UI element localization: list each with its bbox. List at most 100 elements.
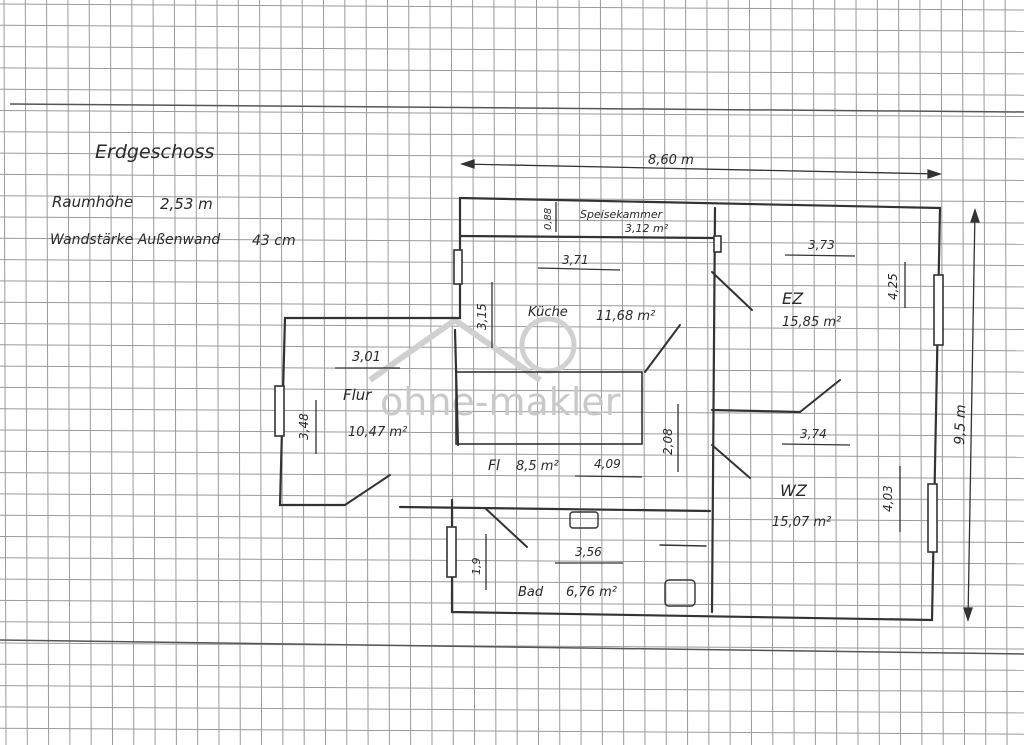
grid-line-vertical	[450, 0, 454, 745]
grid-line-horizontal	[0, 88, 1024, 96]
grid-line-horizontal	[0, 152, 1024, 160]
grid-line-vertical	[983, 0, 987, 745]
room-area-kueche: 11,68 m²	[596, 309, 655, 324]
window-bad	[446, 526, 457, 578]
grid-line-horizontal	[0, 46, 1024, 54]
wall-speise-bottom	[458, 234, 717, 240]
staircase	[455, 371, 643, 445]
label-total-height: 9,5 m	[952, 404, 969, 445]
arrow-icon	[970, 207, 980, 223]
window-kueche	[453, 249, 463, 285]
grid-line-horizontal	[0, 365, 1024, 373]
grid-line-vertical	[110, 0, 113, 745]
label-bad-width: 3,56	[575, 545, 602, 559]
grid-line-horizontal	[0, 663, 1024, 671]
grid-line-horizontal	[0, 67, 1024, 75]
label-fl-depth: 2,08	[661, 428, 675, 455]
room-name-speisekammer: Speisekammer	[580, 208, 664, 221]
grid-line-vertical	[237, 0, 241, 745]
grid-line-vertical	[727, 0, 731, 745]
grid-line-vertical	[216, 0, 220, 745]
grid-line-horizontal	[0, 706, 1024, 714]
grid-line-horizontal	[0, 173, 1024, 181]
grid-line-horizontal	[0, 301, 1024, 309]
grid-line-horizontal	[0, 237, 1024, 245]
label-flur-depth: 3,48	[297, 413, 311, 440]
bottom-margin-line	[0, 639, 1024, 655]
dimension-labels: 8,60 m 9,5 m 0,88 3,71 3,15 3,73 4,25 3,…	[297, 153, 969, 575]
wall-thickness-label: Wandstärke Außenwand	[50, 232, 220, 248]
door-bad	[484, 507, 528, 548]
grid-line-horizontal	[0, 3, 1024, 11]
grid-line-vertical	[131, 0, 135, 745]
label-flur-width: 3,01	[352, 350, 381, 365]
grid-line-horizontal	[0, 599, 1024, 607]
grid-line-vertical	[791, 0, 795, 745]
grid-line-horizontal	[0, 557, 1024, 565]
plan-title: Erdgeschoss	[95, 141, 215, 163]
room-area-fl: 8,5 m²	[516, 459, 559, 474]
grid-line-horizontal	[0, 578, 1024, 586]
room-name-bad: Bad	[518, 585, 544, 600]
grid-line-horizontal	[0, 408, 1024, 416]
room-labels: Speisekammer 3,12 m² Küche 11,68 m² EZ 1…	[343, 208, 841, 600]
room-name-wz: WZ	[780, 481, 808, 500]
label-speise-depth: 0,88	[543, 208, 554, 230]
room-area-ez: 15,85 m²	[782, 315, 841, 330]
window-flur	[274, 385, 285, 437]
label-fl-width: 4,09	[594, 457, 621, 471]
grid-line-vertical	[1004, 0, 1008, 745]
grid-line-horizontal	[0, 450, 1024, 458]
doors	[344, 271, 841, 548]
grid-line-vertical	[280, 0, 284, 745]
grid-line-vertical	[834, 0, 838, 745]
grid-line-horizontal	[0, 493, 1024, 501]
grid-line-vertical	[962, 0, 965, 745]
room-name-flur: Flur	[343, 386, 372, 404]
grid-line-horizontal	[0, 685, 1024, 693]
bad-fixture-line	[659, 544, 707, 547]
wall-bad-top	[398, 505, 712, 513]
grid-line-vertical	[46, 0, 50, 745]
grid-line-horizontal	[0, 344, 1024, 352]
grid-line-vertical	[67, 0, 71, 745]
window-wz	[927, 483, 938, 553]
grid-line-horizontal	[0, 24, 1024, 32]
grid-line-vertical	[898, 0, 902, 745]
grid-line-horizontal	[0, 131, 1024, 139]
watermark-text: ohne-makler	[380, 380, 621, 424]
room-name-fl: Fl	[488, 458, 500, 474]
grid-line-vertical	[749, 0, 752, 745]
grid-line-vertical	[24, 0, 28, 745]
window-speise	[713, 235, 722, 253]
dimension-lines	[315, 159, 980, 623]
grid-line-vertical	[3, 0, 7, 745]
grid-line-vertical	[876, 0, 880, 745]
room-name-ez: EZ	[782, 289, 804, 308]
grid-line-vertical	[408, 0, 412, 745]
label-ez-width: 3,73	[808, 238, 835, 252]
room-name-kueche: Küche	[528, 305, 568, 320]
grid-line-vertical	[386, 0, 390, 745]
dim-wz-width	[781, 443, 851, 446]
door-ez	[711, 271, 753, 311]
grid-line-horizontal	[0, 280, 1024, 288]
arrow-icon	[927, 169, 943, 179]
grid-line-vertical	[812, 0, 816, 745]
top-margin-line	[9, 103, 1024, 113]
door-flur	[344, 474, 391, 506]
grid-line-vertical	[195, 0, 199, 745]
grid-line-horizontal	[0, 472, 1024, 480]
grid-line-horizontal	[0, 727, 1024, 735]
dim-kueche-width	[537, 267, 621, 271]
grid-line-vertical	[642, 0, 646, 745]
room-area-wz: 15,07 m²	[772, 515, 831, 530]
watermark: ohne-makler	[368, 316, 621, 424]
grid-line-horizontal	[0, 514, 1024, 522]
grid-line-horizontal	[0, 323, 1024, 330]
grid-line-vertical	[301, 0, 305, 745]
dim-ez-width	[784, 254, 856, 257]
windows	[274, 235, 944, 578]
